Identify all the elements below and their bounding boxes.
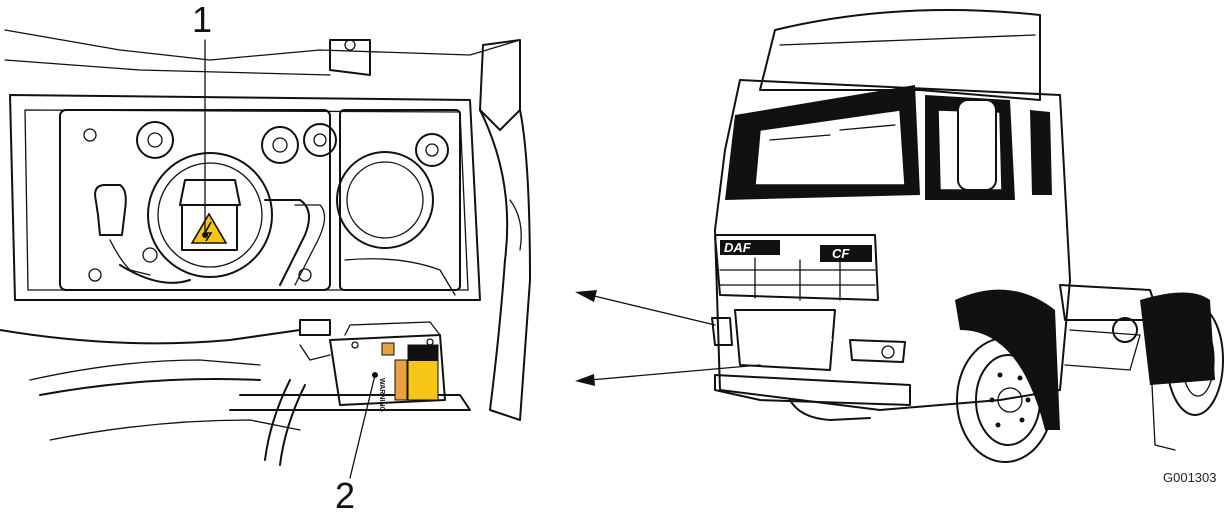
pointer-arrows: [575, 290, 761, 386]
callout-2-label: 2: [335, 475, 356, 516]
model-badge: CF: [832, 246, 850, 261]
bulb-warning-label: [179, 179, 241, 251]
headlamp-right-unit: [336, 109, 461, 296]
grille-badge: DAF: [724, 240, 751, 255]
housing-outline: [0, 29, 531, 441]
headlamp-left-unit: [59, 109, 337, 291]
ballast-warning-text: WARNING: [378, 378, 385, 412]
callout-2-leader: [349, 374, 376, 479]
ballast-module: [264, 319, 446, 466]
high-voltage-warning-icon: [190, 212, 228, 244]
callout-1-label: 1: [192, 0, 213, 40]
figure-code: G001303: [1163, 470, 1217, 485]
